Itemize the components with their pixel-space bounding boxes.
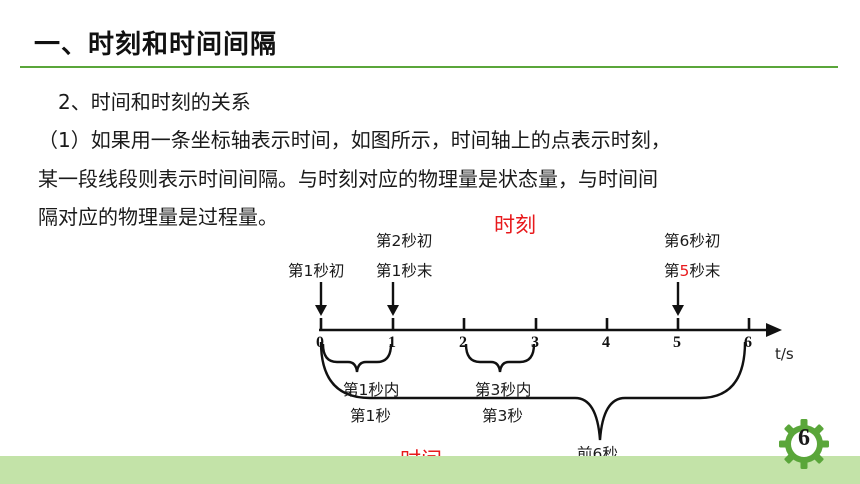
label-start-of-s1: 第1秒初	[288, 262, 345, 280]
title-underline	[20, 66, 838, 68]
moment-heading: 时刻	[494, 213, 536, 237]
body-line-3: 某一段线段则表示时间间隔。与时刻对应的物理量是状态量，与时间间	[38, 167, 658, 191]
page-number: 6	[798, 425, 810, 451]
label-start-of-s2: 第2秒初	[376, 232, 433, 250]
arrowhead-start-s1	[315, 305, 327, 316]
label-within-s1: 第1秒内	[343, 381, 400, 399]
tick-label-4: 4	[602, 334, 610, 351]
brace-first-second	[321, 343, 393, 373]
brace-first-six-seconds	[319, 341, 747, 441]
footer-bar	[0, 456, 860, 484]
tick-label-3: 3	[531, 334, 539, 351]
axis-unit-label: t/s	[775, 345, 794, 363]
label-end-of-s5-prefix: 第	[664, 262, 680, 280]
tick-label-6: 6	[744, 334, 752, 351]
body-line-1: 2、时间和时刻的关系	[58, 90, 251, 114]
label-s3: 第3秒	[482, 407, 523, 425]
tick-label-5: 5	[673, 334, 681, 351]
arrowhead-end-s5	[672, 305, 684, 316]
gear-icon	[779, 419, 829, 469]
axis-tick-marks	[319, 318, 751, 330]
label-start-of-s6: 第6秒初	[664, 232, 721, 250]
label-end-of-s5-suffix: 秒末	[689, 262, 721, 280]
label-end-of-s5: 第5秒末	[664, 259, 720, 281]
tick-label-2: 2	[459, 334, 467, 351]
label-s1: 第1秒	[350, 407, 391, 425]
label-end-of-s1: 第1秒末	[376, 262, 433, 280]
label-end-of-s5-number: 5	[679, 262, 690, 280]
label-within-s3: 第3秒内	[475, 381, 532, 399]
tick-label-1: 1	[388, 334, 396, 351]
body-line-4: 隔对应的物理量是过程量。	[38, 205, 278, 229]
slide-title: 一、时刻和时间间隔	[34, 30, 278, 60]
brace-third-second	[464, 343, 536, 373]
time-axis-arrowhead	[766, 323, 782, 337]
body-line-2: （1）如果用一条坐标轴表示时间，如图所示，时间轴上的点表示时刻，	[38, 128, 671, 152]
arrowhead-end-s1	[387, 305, 399, 316]
tick-label-0: 0	[316, 334, 324, 351]
